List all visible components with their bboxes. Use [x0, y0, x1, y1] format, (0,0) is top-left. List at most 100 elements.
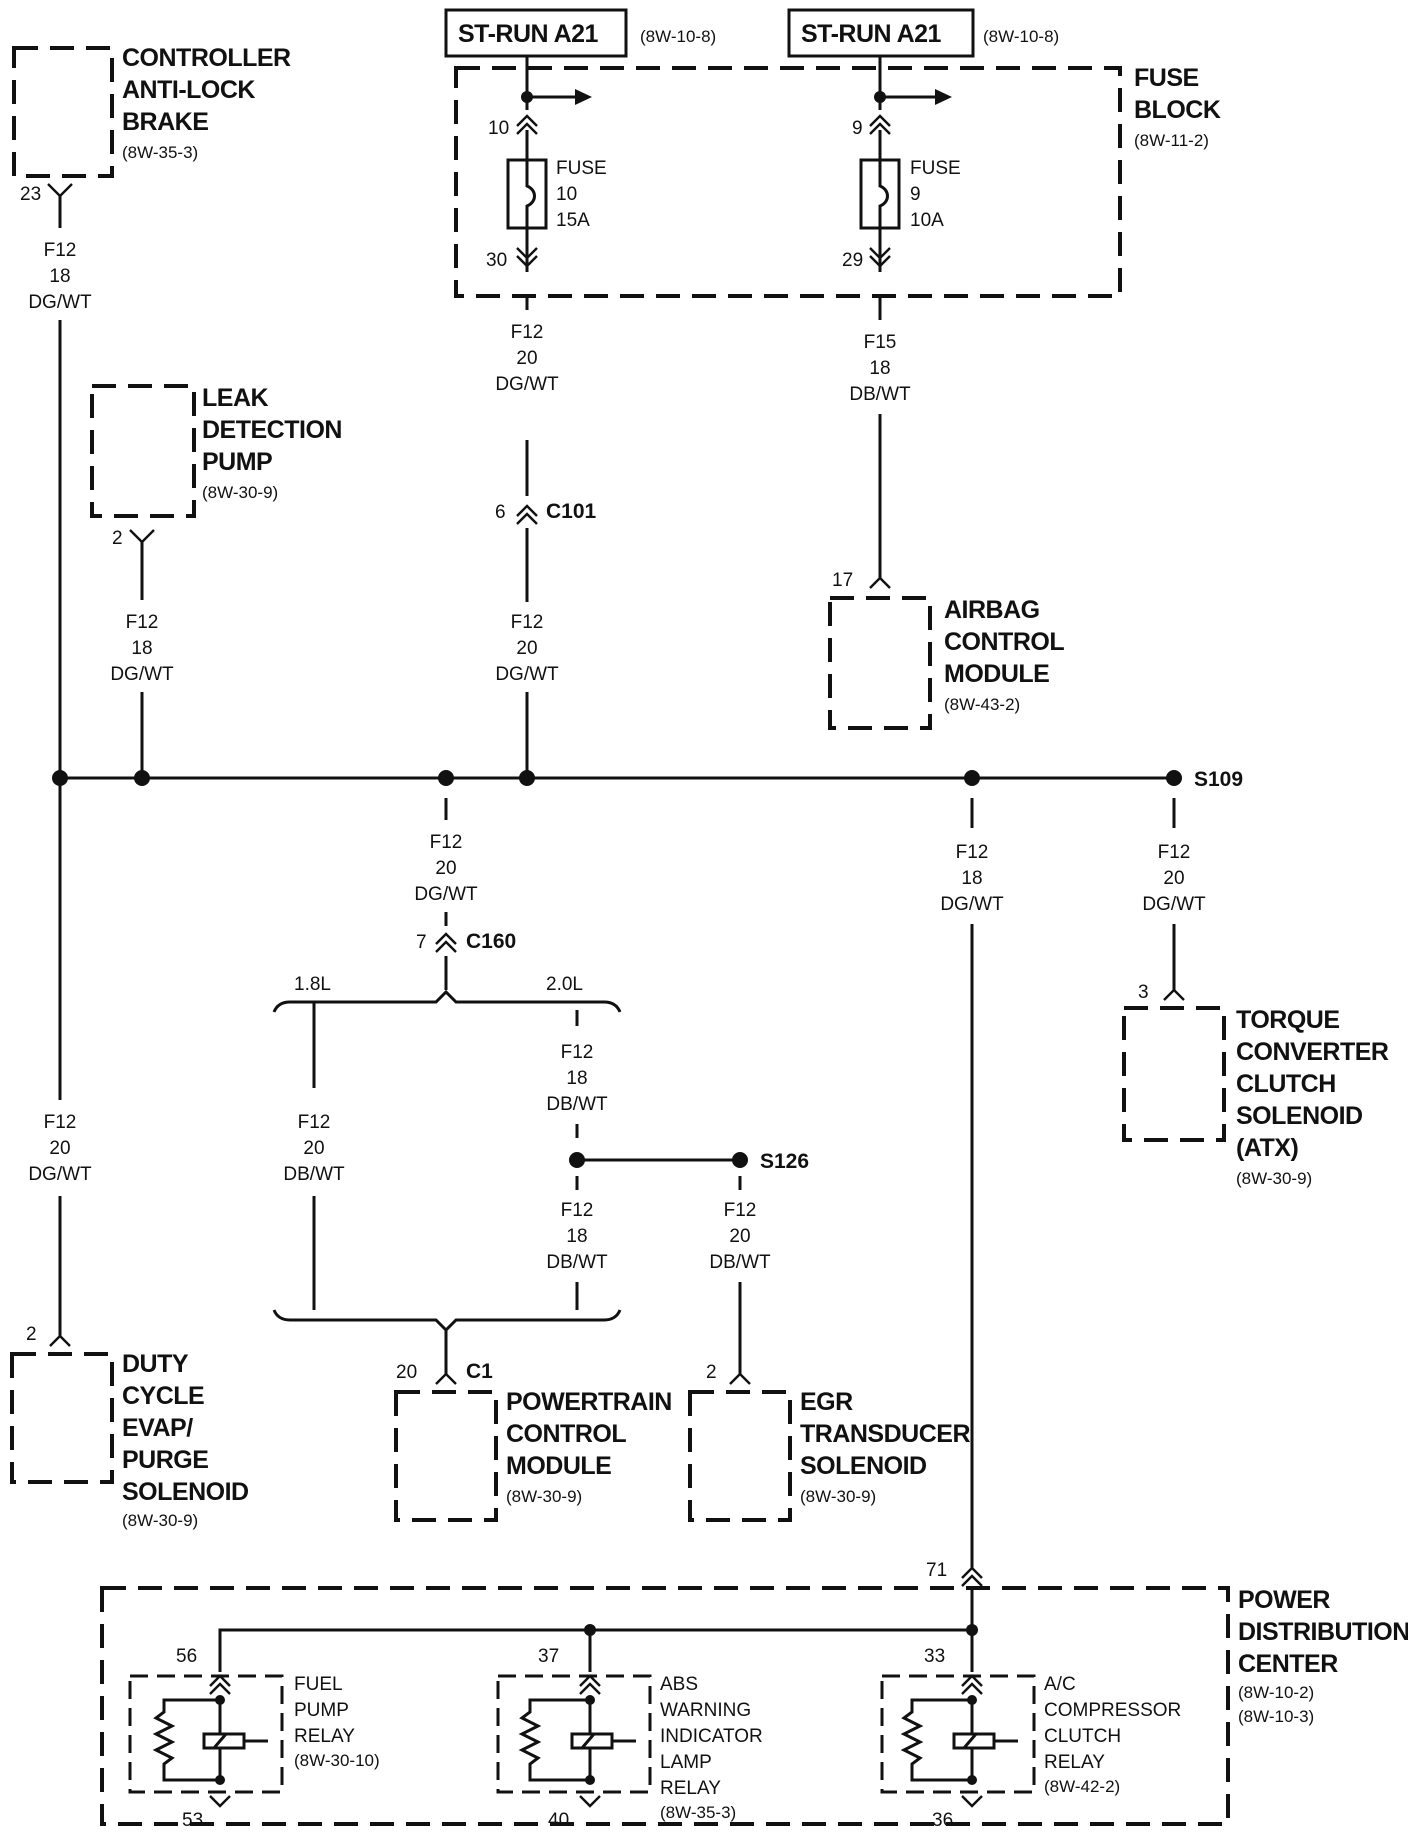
splice-s109: [1166, 770, 1182, 786]
egr-outline: [688, 1390, 792, 1522]
pdc-ref-2: (8W-10-3): [1238, 1707, 1314, 1726]
option-bracket-bottom: [272, 1309, 622, 1333]
relay-abs-warning: 37 40 ABS WARNING INDICATOR LAMP RELAY (…: [496, 1646, 763, 1831]
wire-label-duty-2: 20: [49, 1138, 70, 1159]
wire-label-20l-lower-3: DB/WT: [546, 1252, 608, 1273]
tcc-pin: 3: [1138, 982, 1149, 1003]
fuse9-pin-out: 29: [842, 250, 863, 271]
c101-pin: 6: [495, 502, 506, 523]
wire-label-tcc-3: DG/WT: [1142, 894, 1206, 915]
option-right-label: 2.0L: [546, 974, 583, 995]
relay3-name-5: (8W-42-2): [1044, 1777, 1120, 1796]
source-box-1: [444, 8, 628, 58]
c160-name: C160: [466, 930, 516, 953]
relay1-name-4: (8W-30-10): [294, 1751, 380, 1770]
connector-c101: [516, 504, 538, 525]
connector-pdc-in: [961, 1566, 983, 1587]
pcm-outline: [394, 1390, 498, 1522]
relay3-name-3: CLUTCH: [1044, 1726, 1121, 1747]
relay2-connector-top: [579, 1674, 601, 1695]
leak-name-3: PUMP: [202, 448, 272, 476]
duty-name-4: PURGE: [122, 1446, 208, 1474]
pdc-outline: [100, 1586, 1230, 1826]
abs-name-2: ANTI-LOCK: [122, 76, 255, 104]
wire-label-c101-2: 20: [516, 638, 537, 659]
tcc-ref: (8W-30-9): [1236, 1169, 1312, 1188]
fuse9-number: 9: [910, 184, 921, 205]
arrow-fuse9-branch: [935, 89, 952, 105]
abs-pin: 23: [20, 184, 41, 205]
wire-label-egr-2: 20: [729, 1226, 750, 1247]
pcm-ref: (8W-30-9): [506, 1487, 582, 1506]
fuse-block-outline: [454, 66, 1122, 298]
abs-ref: (8W-35-3): [122, 143, 198, 162]
relay3-connector-bottom: [961, 1795, 983, 1808]
wire-label-egr-3: DB/WT: [709, 1252, 771, 1273]
egr-pin: 2: [706, 1362, 717, 1383]
connector-leak: [129, 529, 155, 544]
airbag-name-1: AIRBAG: [944, 596, 1040, 624]
splice-bus-2: [134, 770, 150, 786]
duty-solenoid-outline: [10, 1352, 114, 1484]
egr-ref: (8W-30-9): [800, 1487, 876, 1506]
relay2-coil-slash: [580, 1733, 596, 1749]
arrow-fuse10-branch: [575, 89, 592, 105]
fuse10-element: [525, 160, 536, 228]
relay-ac-compressor: 33 36 A/C COMPRESSOR CLUTCH RELAY (8W-42…: [880, 1646, 1181, 1831]
connector-duty: [49, 1334, 71, 1347]
fuse10-number: 10: [556, 184, 577, 205]
wire-label-fuse9-3: DB/WT: [849, 384, 911, 405]
connector-airbag: [869, 576, 891, 589]
wire-label-fuse10-2: 20: [516, 348, 537, 369]
tcc-name-2: CONVERTER: [1236, 1038, 1389, 1066]
airbag-name-2: CONTROL: [944, 628, 1064, 656]
fuse10-rating: 15A: [556, 210, 590, 231]
relay2-name-3: INDICATOR: [660, 1726, 763, 1747]
abs-name-1: CONTROLLER: [122, 44, 291, 72]
relay1-name-1: FUEL: [294, 1674, 343, 1695]
relay-fuel-pump: 56 53 FUEL PUMP RELAY (8W-30-10): [128, 1646, 380, 1831]
relay2-pin-bottom: 40: [548, 1810, 569, 1831]
connector-egr: [729, 1372, 751, 1385]
abs-controller-outline: [12, 46, 114, 178]
wire-label-20l-upper-3: DB/WT: [546, 1094, 608, 1115]
pdc-ref-1: (8W-10-2): [1238, 1683, 1314, 1702]
wire-label-abs-2: 18: [49, 266, 70, 287]
source-label-2: ST-RUN A21: [801, 20, 942, 48]
duty-name-2: CYCLE: [122, 1382, 204, 1410]
relay3-coil-loop: [900, 1698, 972, 1782]
wire-label-18l-3: DB/WT: [283, 1164, 345, 1185]
connector-c160: [435, 932, 457, 953]
relay2-name-1: ABS: [660, 1674, 698, 1695]
relay3-name-4: RELAY: [1044, 1752, 1105, 1773]
fuse10-word: FUSE: [556, 158, 607, 179]
leak-ref: (8W-30-9): [202, 483, 278, 502]
connector-fuse10-out: [516, 247, 538, 268]
relay3-coil-slash: [962, 1733, 978, 1749]
fuse10-pin-in: 10: [488, 118, 509, 139]
relay1-name-2: PUMP: [294, 1700, 349, 1721]
wire-label-tcc-2: 20: [1163, 868, 1184, 889]
tcc-name-5: (ATX): [1236, 1134, 1298, 1162]
fuse-block-name-2: BLOCK: [1134, 96, 1221, 124]
s126-label: S126: [760, 1150, 809, 1173]
source-ref-2: (8W-10-8): [983, 27, 1059, 46]
pdc-name-3: CENTER: [1238, 1650, 1338, 1678]
splice-bus-4: [519, 770, 535, 786]
wire-label-20l-upper-2: 18: [566, 1068, 587, 1089]
connector-fuse10-in: [516, 114, 538, 135]
wire-label-duty-1: F12: [44, 1112, 77, 1133]
fuse9-rating: 10A: [910, 210, 944, 231]
wire-label-20l-lower-2: 18: [566, 1226, 587, 1247]
relay1-pin-top: 56: [176, 1646, 197, 1667]
wire-label-splice-3: DG/WT: [414, 884, 478, 905]
egr-name-2: TRANSDUCER: [800, 1420, 970, 1448]
airbag-pin: 17: [832, 570, 853, 591]
pcm-name-1: POWERTRAIN: [506, 1388, 672, 1416]
airbag-module-outline: [828, 596, 932, 730]
tcc-solenoid-outline: [1122, 1006, 1226, 1142]
c160-pin: 7: [416, 932, 427, 953]
egr-name-1: EGR: [800, 1388, 853, 1416]
tcc-name-1: TORQUE: [1236, 1006, 1340, 1034]
